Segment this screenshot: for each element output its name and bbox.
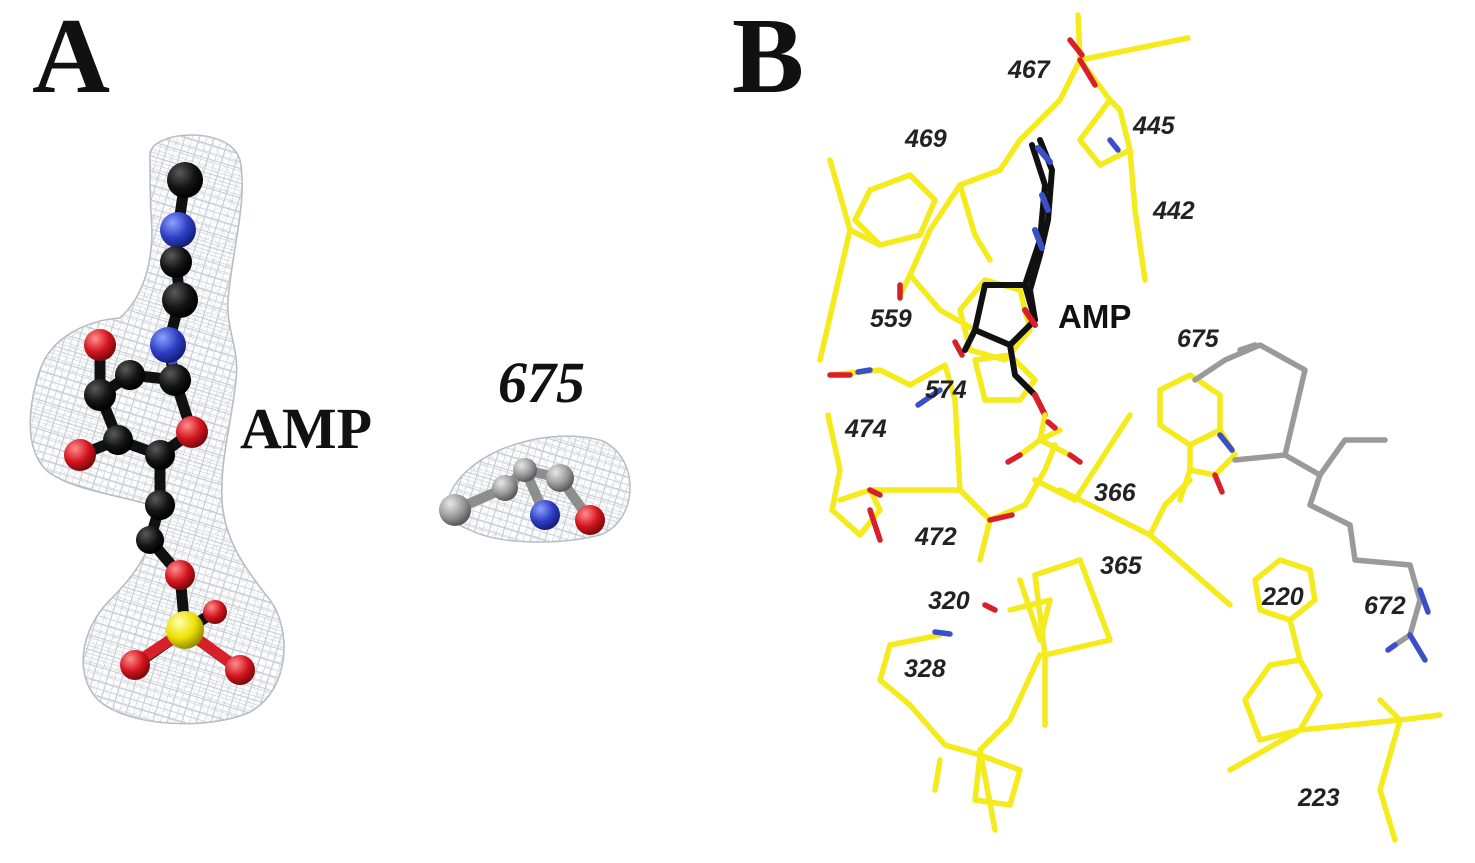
residue-672-sticks bbox=[1192, 342, 1423, 648]
protein-sticks bbox=[817, 12, 1443, 843]
residue-label-445: 445 bbox=[1132, 112, 1176, 140]
panel-b-amp-label: AMP bbox=[1058, 298, 1131, 335]
panel-a: A bbox=[29, 0, 631, 725]
residue-label-366: 366 bbox=[1094, 479, 1137, 507]
amp-ball-stick bbox=[64, 162, 255, 685]
residue-label-223: 223 bbox=[1297, 784, 1340, 812]
amp-sticks bbox=[962, 137, 1055, 398]
residue-label-574: 574 bbox=[925, 376, 967, 404]
residue-label-442: 442 bbox=[1152, 197, 1195, 225]
residue-label-365: 365 bbox=[1100, 552, 1143, 580]
residue-label-320: 320 bbox=[928, 587, 970, 615]
residue-label-559: 559 bbox=[870, 305, 912, 333]
residue-label-220: 220 bbox=[1261, 583, 1304, 611]
residue-label-469: 469 bbox=[904, 125, 947, 153]
residue-label-675: 675 bbox=[1177, 325, 1220, 353]
residue-675-ball-stick bbox=[439, 458, 605, 535]
panel-b: B bbox=[732, 0, 1443, 843]
amp-density-mesh bbox=[29, 134, 285, 725]
heteroatom-tips bbox=[827, 37, 1235, 637]
residue-label-472: 472 bbox=[914, 523, 957, 551]
residue-label-467: 467 bbox=[1007, 56, 1051, 84]
panel-a-letter: A bbox=[32, 0, 110, 116]
residue-label-328: 328 bbox=[904, 655, 946, 683]
residue-label-672: 672 bbox=[1364, 592, 1406, 620]
panel-a-residue-675-label: 675 bbox=[498, 350, 585, 415]
panel-b-letter: B bbox=[732, 0, 804, 116]
panel-a-amp-label: AMP bbox=[240, 396, 372, 461]
residue-label-474: 474 bbox=[844, 415, 887, 443]
